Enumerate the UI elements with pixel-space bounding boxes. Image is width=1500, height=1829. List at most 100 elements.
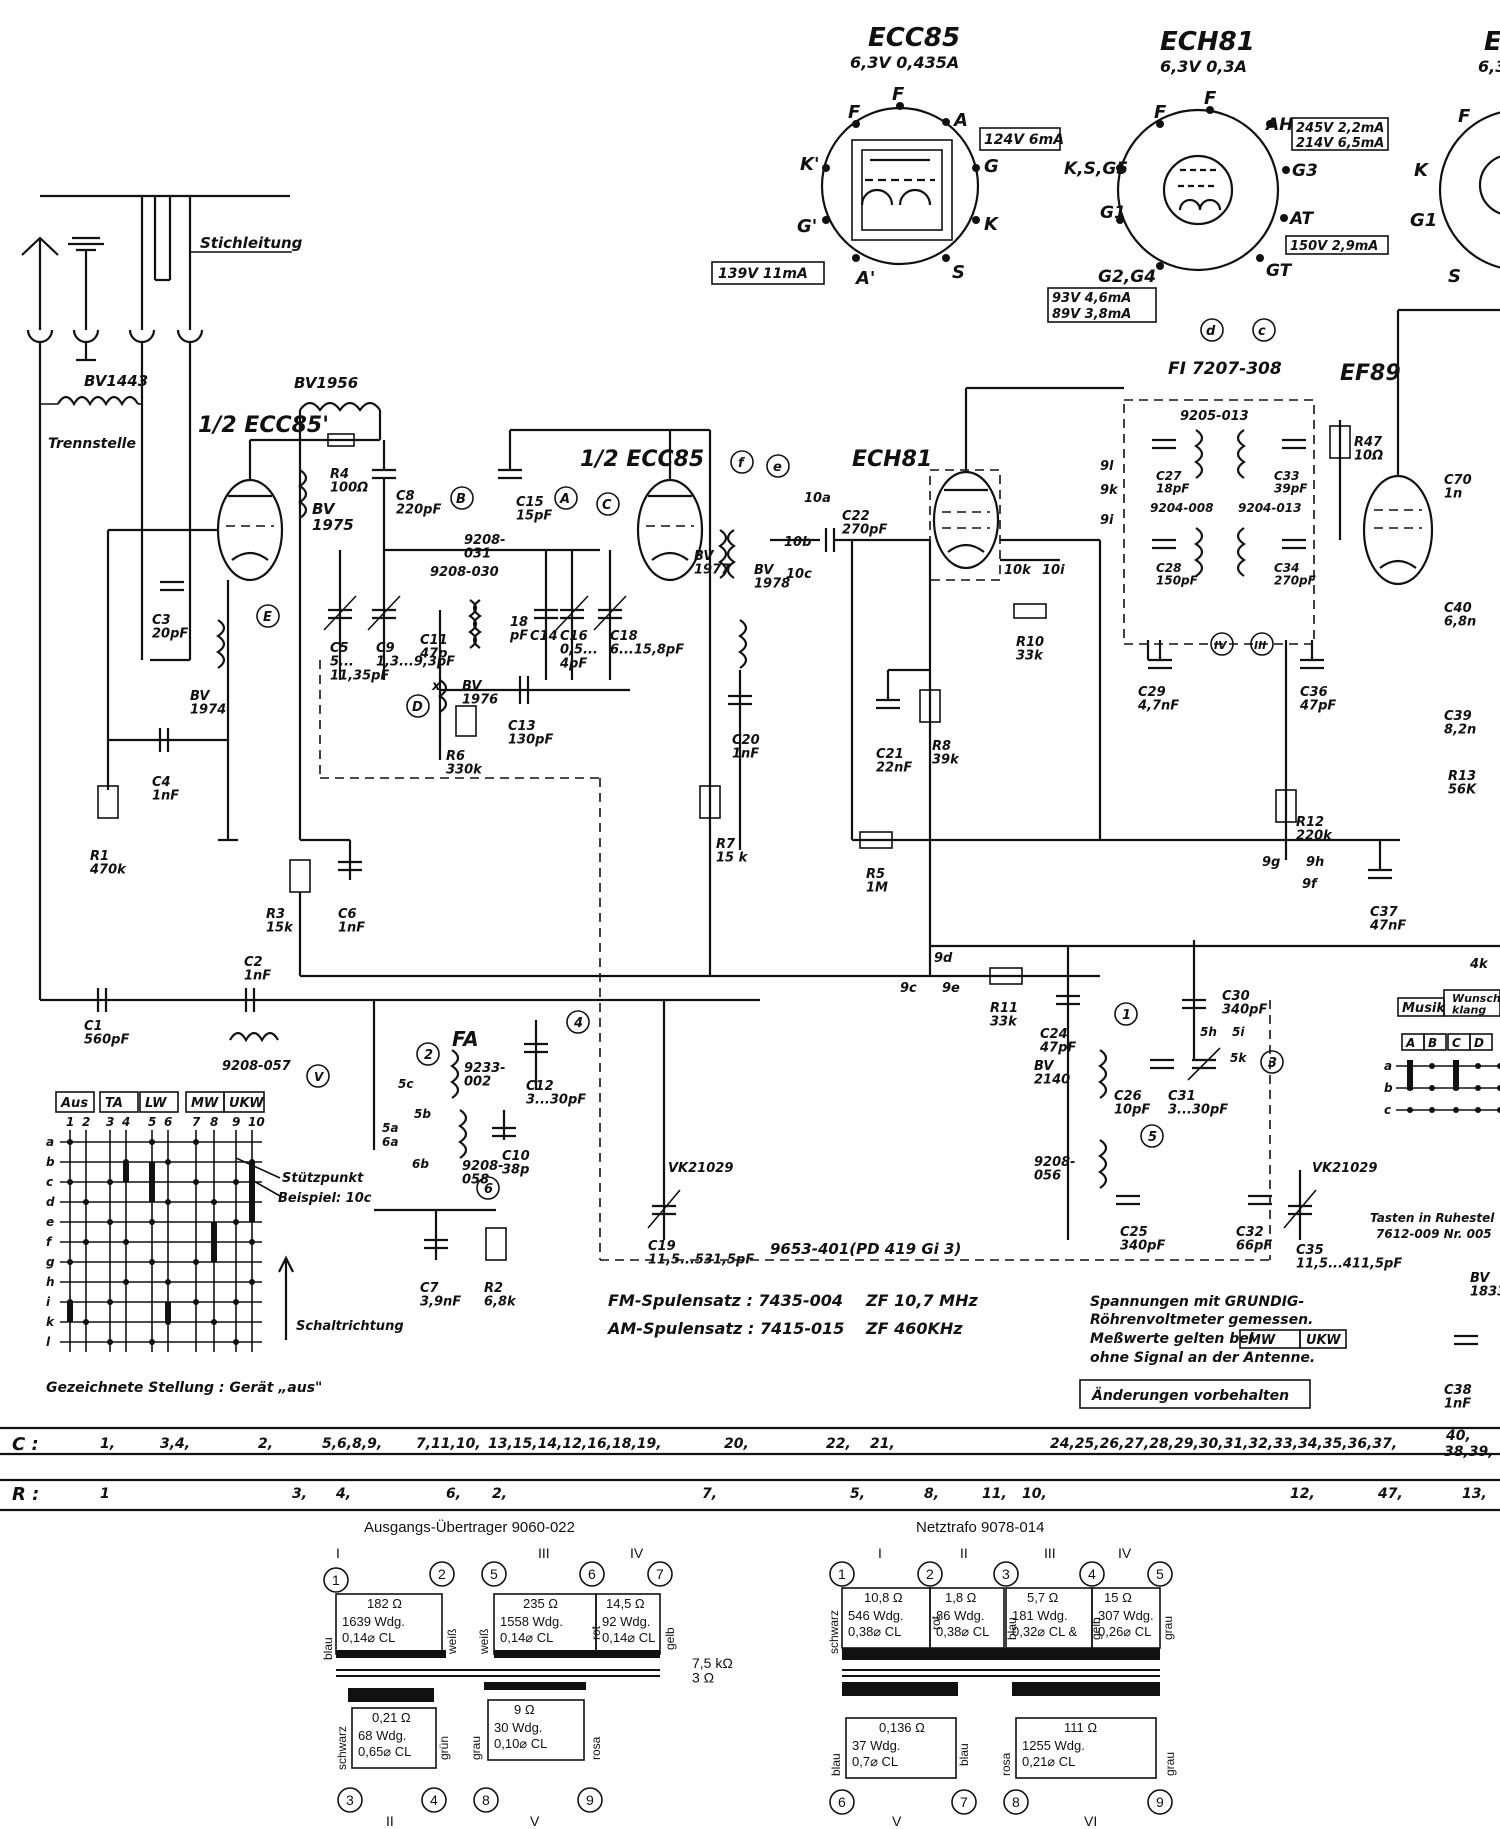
- output-winding-1-resistance: 182 Ω: [367, 1596, 402, 1611]
- output-winding-5-resistance: 9 Ω: [514, 1702, 535, 1717]
- button-row-label: c: [1384, 1103, 1391, 1117]
- c14-label: C14: [530, 629, 558, 644]
- coil-label: 9208-030: [430, 565, 499, 580]
- pin-9: 9: [1156, 1794, 1164, 1810]
- tasten-number-label: 7612-009 Nr. 005: [1376, 1227, 1492, 1241]
- pin-label: F: [1154, 102, 1167, 123]
- changes-reserved: Änderungen vorbehalten: [1091, 1387, 1289, 1404]
- term-9e: 9e: [942, 981, 960, 996]
- pin-4: 4: [430, 1792, 438, 1808]
- r-value: 12,: [1290, 1486, 1315, 1502]
- switch-row-label: f: [46, 1235, 53, 1249]
- pin-label: G3: [1292, 161, 1318, 181]
- trimmer-capacitors: [323, 595, 627, 631]
- ech81-pinout: ECH81 6,3V 0,3A F F AH G3 AT GT G2,G4 G1…: [1047, 27, 1389, 323]
- pin-label: G1: [1410, 210, 1437, 231]
- fm-coilset-label: FM-Spulensatz : 7435-004: [608, 1291, 843, 1310]
- pin-3: 3: [1002, 1566, 1010, 1582]
- section-label: I: [878, 1545, 882, 1561]
- mains-winding-4-resistance: 15 Ω: [1104, 1590, 1132, 1605]
- vk2-label: VK21029: [1312, 1161, 1377, 1176]
- section-label: III: [1044, 1545, 1056, 1561]
- wire-color: blau: [957, 1743, 971, 1766]
- wire-color: rot: [589, 1625, 603, 1640]
- marker-V: V: [314, 1070, 325, 1084]
- r-value: 10,: [1022, 1486, 1047, 1502]
- pin-label: G': [797, 216, 817, 237]
- r-value: 6,: [446, 1486, 461, 1502]
- wire-color: gelb: [663, 1627, 677, 1650]
- note-line: Spannungen mit GRUNDIG-: [1090, 1294, 1304, 1310]
- pin-label: K: [984, 214, 1000, 235]
- output-transformer-title: Ausgangs-Übertrager 9060-022: [364, 1518, 575, 1536]
- mains-winding-6-resistance: 111 Ω: [1064, 1720, 1097, 1735]
- button-header: C: [1452, 1036, 1461, 1050]
- term-9c: 9c: [900, 981, 917, 996]
- switch-col-label: 2: [82, 1115, 90, 1129]
- section-label: III: [538, 1545, 550, 1561]
- output-winding-5-wire: 0,10⌀ CL: [494, 1736, 547, 1751]
- pin-label: GT: [1266, 261, 1293, 281]
- tube-label-ech81: ECH81: [852, 447, 932, 472]
- mains-winding-3-resistance: 5,7 Ω: [1027, 1590, 1059, 1605]
- wire-color: rosa: [999, 1752, 1013, 1776]
- switch-header: Aus: [60, 1096, 88, 1111]
- switch-header: TA: [105, 1096, 123, 1111]
- ech81-spec: 6,3V 0,3A: [1160, 57, 1247, 76]
- switch-col-label: 10: [248, 1115, 265, 1129]
- c-row: 1,3,4,2,5,6,8,9,7,11,10,13,15,14,12,16,1…: [100, 1428, 1494, 1460]
- c-value: 1,: [100, 1436, 115, 1452]
- c-value: 5,6,8,9,: [322, 1436, 382, 1452]
- pin-label: F: [892, 84, 905, 105]
- c-value: 3,4,: [160, 1436, 190, 1452]
- section-label: IV: [1118, 1545, 1132, 1561]
- button-header: D: [1474, 1036, 1484, 1050]
- coil-label: 9205-013: [1180, 409, 1249, 424]
- mains-winding-2-turns: 86 Wdg.: [936, 1608, 984, 1623]
- am-if-label: ZF 460KHz: [865, 1319, 963, 1338]
- output-winding-4-resistance: 14,5 Ω: [606, 1596, 645, 1611]
- c-value: 18,19,: [612, 1436, 662, 1452]
- section-label: V: [892, 1813, 902, 1829]
- wire-color: blau: [1005, 1617, 1019, 1640]
- switch-row-label: g: [46, 1255, 55, 1269]
- c-value: 20,: [724, 1436, 749, 1452]
- section-label: IV: [630, 1545, 644, 1561]
- term-5b: 5b: [414, 1107, 431, 1121]
- r-value: 4,: [335, 1486, 351, 1502]
- output-winding-3-wire: 0,14⌀ CL: [500, 1630, 553, 1645]
- wire-color: schwarz: [335, 1726, 349, 1770]
- bv1443-label: BV1443: [84, 372, 148, 390]
- pin-2: 2: [438, 1566, 446, 1582]
- switch-header: UKW: [229, 1096, 264, 1111]
- marker-B: B: [456, 492, 466, 507]
- node-x: x: [431, 679, 441, 694]
- ecc85-voltage-a2: 139V 11mA: [718, 266, 808, 282]
- mains-winding-1-turns: 546 Wdg.: [848, 1608, 904, 1623]
- mains-winding-5-turns: 37 Wdg.: [852, 1738, 900, 1753]
- r-value: 2,: [492, 1486, 507, 1502]
- ecc85-pinout: ECC85 6,3V 0,435A F F A G K S A' G' K' 1…: [711, 23, 1064, 289]
- term-5h: 5h: [1200, 1025, 1217, 1039]
- output-winding-3-turns: 1558 Wdg.: [500, 1614, 563, 1629]
- section-label: I: [336, 1545, 340, 1561]
- c-value: 24,25,26,27,28,29,30,31,32,33,34,35,36,3…: [1050, 1436, 1397, 1452]
- marker-5: 5: [1148, 1130, 1157, 1145]
- pin-6: 6: [838, 1794, 846, 1810]
